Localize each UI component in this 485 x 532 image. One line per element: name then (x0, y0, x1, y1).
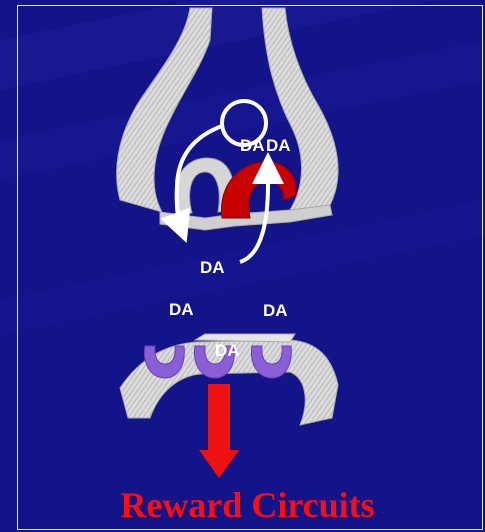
da-label-vesicle-b: DA (266, 137, 291, 154)
reward-arrow-head (199, 450, 239, 478)
da-label-receptor: DA (215, 342, 240, 359)
presynaptic-membrane-left (117, 8, 212, 212)
reward-circuits-caption: Reward Circuits (0, 487, 485, 523)
da-label-cleft-right: DA (263, 302, 288, 319)
reward-arrow-shaft (208, 384, 230, 452)
da-label-released: DA (200, 259, 225, 276)
da-label-vesicle-a: DA (240, 137, 265, 154)
da-label-cleft-left: DA (169, 301, 194, 318)
dopamine-transporter (221, 162, 296, 218)
postsynaptic-top-plate (195, 334, 295, 342)
